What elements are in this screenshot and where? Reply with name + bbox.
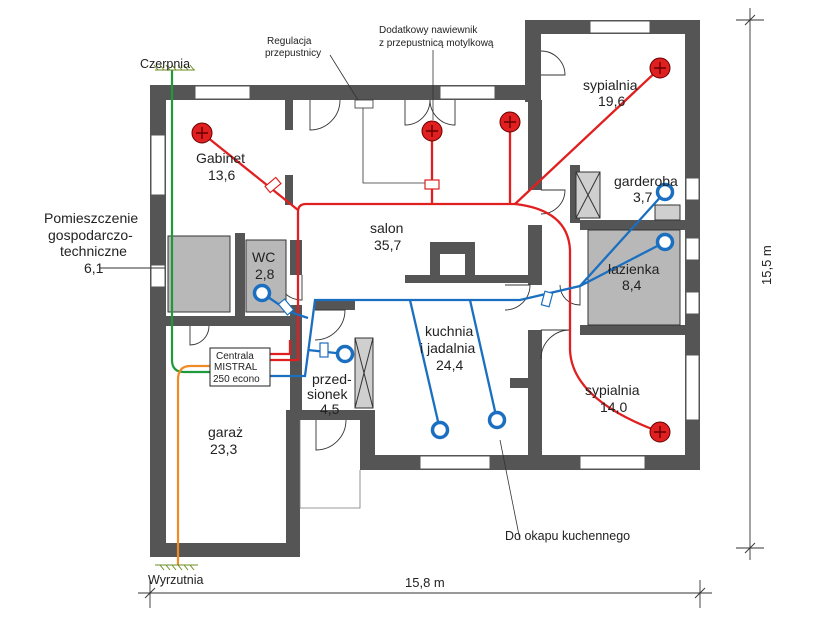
extract-vents xyxy=(252,182,675,440)
window-bottom-bedroom xyxy=(579,455,646,470)
exhaust-ground-symbol xyxy=(155,564,198,571)
annotation-extra-supply-2: z przepustnicą motylkową xyxy=(379,38,494,49)
room-name-garderoba: garderoba xyxy=(614,173,678,189)
garderoba-cabinet-2 xyxy=(654,204,681,221)
room-name-wc: WC xyxy=(252,249,275,265)
window-left-gabinet xyxy=(150,134,166,196)
room-name-bedroom-1: sypialnia xyxy=(583,77,638,93)
tech-room-label-3: techniczne xyxy=(60,243,127,259)
room-name-lazienka: łazienka xyxy=(608,261,660,277)
window-bottom-kitchen xyxy=(419,455,491,470)
annotation-intake: Czerpnia xyxy=(140,57,190,71)
room-area-kuchnia: 24,4 xyxy=(436,357,463,373)
room-name-przedsionek-2: sionek xyxy=(307,386,348,402)
room-name-przedsionek: przed- xyxy=(312,371,352,387)
dimension-width: 15,8 m xyxy=(405,575,445,590)
room-area-wc: 2,8 xyxy=(255,266,275,282)
interior-walls xyxy=(150,100,685,455)
annotation-exhaust: Wyrzutnia xyxy=(148,573,204,587)
room-area-przedsionek: 4,5 xyxy=(320,401,340,417)
supply-vent-icon xyxy=(499,111,521,133)
annotation-extra-supply-1: Dodatkowy nawiewnik xyxy=(379,25,478,36)
supply-ducts xyxy=(201,67,661,434)
window-top-salon xyxy=(439,85,496,100)
tech-room-label-1: Pomieszczenie xyxy=(44,210,138,226)
tech-room-area: 6,1 xyxy=(84,260,104,276)
room-name-garaz: garaż xyxy=(208,424,243,440)
room-name-kuchnia-2: i jadalnia xyxy=(420,340,475,356)
tech-room-equipment xyxy=(167,235,231,313)
extract-dampers xyxy=(277,290,554,358)
unit-label-3: 250 econo xyxy=(213,374,260,385)
extract-ducts xyxy=(261,191,666,431)
extract-vent-icon xyxy=(252,283,272,303)
unit-label-1: Centrala xyxy=(216,351,254,362)
porch-outline xyxy=(299,420,361,509)
window-right-garderoba xyxy=(685,177,700,201)
room-area-bedroom-1: 19,6 xyxy=(598,93,625,109)
room-area-garderoba: 3,7 xyxy=(633,189,653,205)
extract-vent-icon xyxy=(655,232,675,252)
room-name-salon: salon xyxy=(370,220,403,236)
annotation-damper-control-2: przepustnicy xyxy=(265,48,321,59)
supply-vent-icon xyxy=(191,122,213,144)
damper-control-lines xyxy=(329,50,521,541)
supply-vent-icon xyxy=(649,421,671,443)
room-area-lazienka: 8,4 xyxy=(622,277,642,293)
supply-vent-icon xyxy=(649,57,671,79)
dimension-height: 15,5 m xyxy=(759,245,774,285)
extract-vent-icon xyxy=(487,410,507,430)
room-area-garaz: 23,3 xyxy=(210,441,237,457)
window-top-bedroom xyxy=(589,20,651,34)
annotation-kitchen-hood: Do okapu kuchennego xyxy=(505,529,630,543)
extract-vent-icon xyxy=(655,182,675,202)
supply-vents xyxy=(191,57,671,443)
exhaust-duct xyxy=(176,364,210,565)
tech-room-label-2: gospodarczo- xyxy=(48,227,133,243)
window-right-bedroom xyxy=(685,354,700,421)
supply-vent-icon xyxy=(421,120,443,142)
unit-label-2: MISTRAL xyxy=(214,362,258,373)
room-area-gabinet: 13,6 xyxy=(208,167,235,183)
room-area-salon: 35,7 xyxy=(374,237,401,253)
intake-duct xyxy=(170,70,210,374)
window-right-bath-1 xyxy=(685,237,700,261)
intake-ground-symbol xyxy=(153,64,195,71)
equipment xyxy=(167,171,681,409)
extract-vent-icon xyxy=(335,344,355,364)
windows xyxy=(150,20,700,470)
dimension-lines xyxy=(100,8,764,608)
room-area-bedroom-2: 14,0 xyxy=(600,399,627,415)
annotation-damper-control-1: Regulacja xyxy=(267,36,312,47)
window-left-tech xyxy=(150,264,166,288)
ventilation-unit xyxy=(209,347,271,387)
room-name-bedroom-2: sypialnia xyxy=(585,382,640,398)
extract-vent-icon xyxy=(430,420,450,440)
room-name-kuchnia: kuchnia xyxy=(425,323,473,339)
dampers xyxy=(264,176,440,194)
window-right-bath-2 xyxy=(685,291,700,315)
room-name-gabinet: Gabinet xyxy=(196,150,245,166)
window-top-gabinet xyxy=(194,85,251,100)
